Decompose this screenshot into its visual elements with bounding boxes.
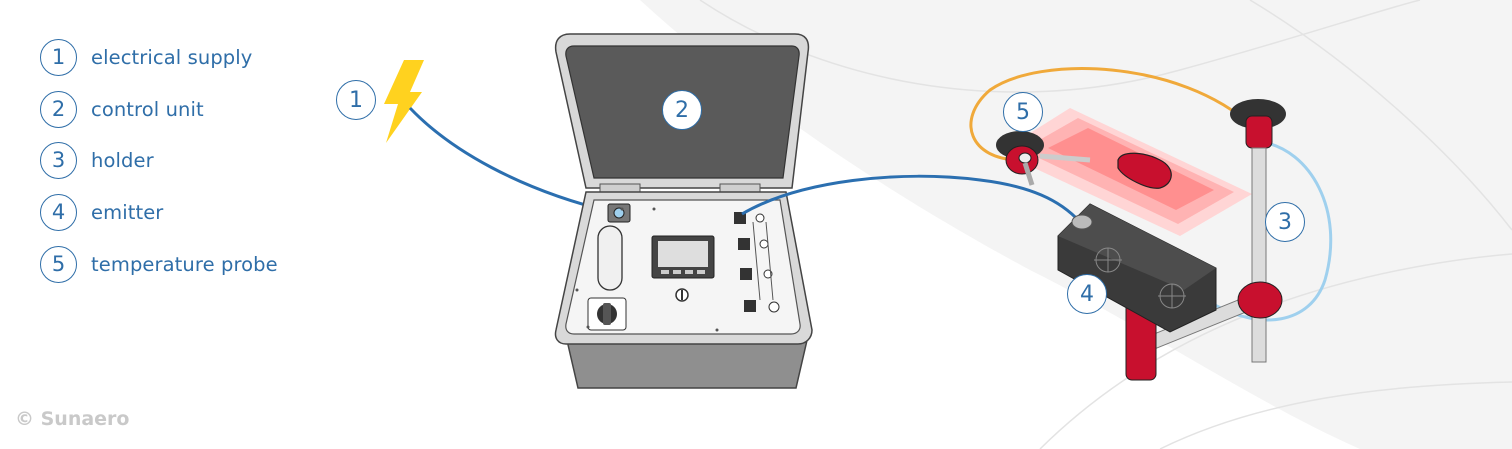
background-curve <box>1039 253 1512 449</box>
legend: 1 electrical supply 2 control unit 3 hol… <box>40 38 278 297</box>
callout-temperature-probe: 5 <box>1003 92 1043 132</box>
legend-number: 5 <box>40 245 77 283</box>
legend-number: 3 <box>40 141 77 179</box>
probe-cable <box>969 67 1254 162</box>
background-curve <box>1249 0 1512 231</box>
legend-item-holder: 3 holder <box>40 141 278 179</box>
emitter-cable <box>741 174 1082 224</box>
legend-number: 2 <box>40 90 77 128</box>
legend-label: temperature probe <box>91 252 278 276</box>
legend-label: control unit <box>91 97 204 121</box>
legend-number: 4 <box>40 193 77 231</box>
legend-label: emitter <box>91 200 164 224</box>
callout-electrical-supply: 1 <box>336 80 376 120</box>
emitter <box>1057 203 1217 333</box>
legend-label: electrical supply <box>91 45 253 69</box>
callout-control-unit: 2 <box>662 90 702 130</box>
heat-zone <box>1000 108 1252 236</box>
temperature-probe <box>996 131 1091 186</box>
control-unit <box>554 33 813 389</box>
callout-emitter: 4 <box>1067 274 1107 314</box>
callout-holder: 3 <box>1265 202 1305 242</box>
copyright-watermark: © Sunaero <box>15 408 130 430</box>
legend-item-control-unit: 2 control unit <box>40 90 278 128</box>
legend-item-temperature-probe: 5 temperature probe <box>40 245 278 283</box>
legend-item-electrical-supply: 1 electrical supply <box>40 38 278 76</box>
legend-label: holder <box>91 148 154 172</box>
legend-number: 1 <box>40 38 77 76</box>
legend-item-emitter: 4 emitter <box>40 193 278 231</box>
supply-cable <box>408 106 613 214</box>
lightning-bolt-icon <box>384 60 424 143</box>
background-curve <box>1159 381 1512 449</box>
